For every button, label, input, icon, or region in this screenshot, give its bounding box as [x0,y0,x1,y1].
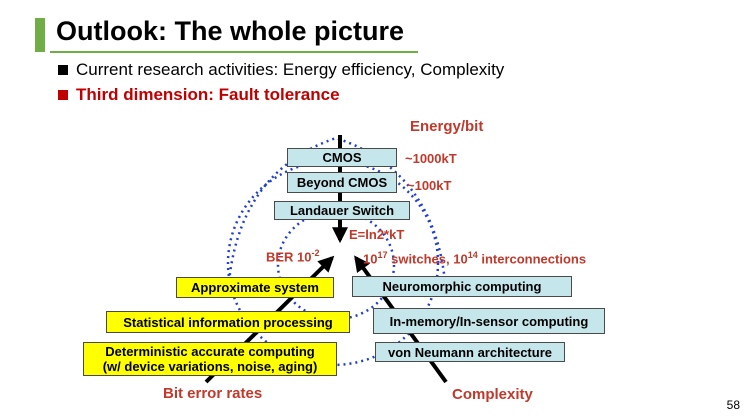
page-number: 58 [726,398,740,412]
interconnect-exponent: 14 [467,250,478,260]
energy-per-bit-label: Energy/bit [410,118,484,135]
beyond-cmos-energy-label: ~100kT [407,178,452,193]
inner-dotted-ellipse [276,209,396,321]
switch-exponent: 17 [377,250,388,260]
landauer-switch-box: Landauer Switch [274,201,410,220]
slide-title: Outlook: The whole picture [56,16,405,46]
ber-label: BER 10-2 [266,248,320,264]
square-bullet-icon [58,65,68,75]
landauer-formula-label: E=ln2*kT [349,227,405,242]
square-bullet-icon [58,90,68,100]
ber-text: BER 10 [266,249,312,265]
approximate-system-box: Approximate system [176,277,334,298]
deterministic-line-1: Deterministic accurate computing [105,344,315,359]
bullet-text: Current research activities: Energy effi… [76,60,505,79]
bullet-third-dimension: Third dimension: Fault tolerance [58,85,340,105]
title-accent-bar [35,18,45,52]
neuromorphic-box: Neuromorphic computing [352,276,572,297]
statistical-processing-box: Statistical information processing [106,311,350,333]
switch-text: switches, 10 [387,251,468,267]
bit-error-rates-label: Bit error rates [163,385,263,402]
bullet-current-research: Current research activities: Energy effi… [58,60,504,80]
switch-count: 10 [363,251,378,267]
cmos-energy-label: ~1000kT [405,151,457,166]
bullet-text: Third dimension: Fault tolerance [76,85,340,104]
deterministic-computing-box: Deterministic accurate computing (w/ dev… [83,342,337,376]
complexity-label: Complexity [452,386,533,403]
von-neumann-box: von Neumann architecture [375,342,565,362]
cmos-box: CMOS [287,148,397,167]
deterministic-line-2: (w/ device variations, noise, aging) [102,359,318,374]
outer-dotted-arc [226,136,448,294]
ber-exponent: -2 [311,248,320,258]
interconnect-text: interconnections [477,251,587,267]
title-underline [50,51,418,53]
in-memory-box: In-memory/In-sensor computing [373,308,605,334]
beyond-cmos-box: Beyond CMOS [287,172,397,193]
switches-interconnections-label: 1017 switches, 1014 interconnections [363,250,586,266]
